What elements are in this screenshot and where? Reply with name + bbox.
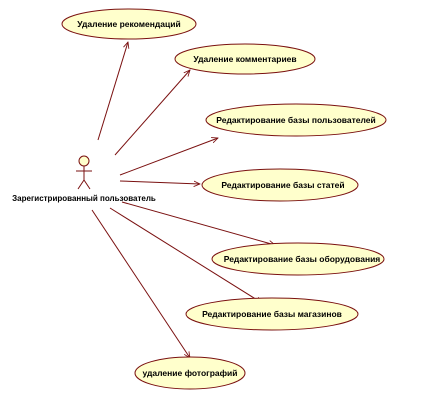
actor-left-leg bbox=[77, 179, 85, 190]
use-case-ellipse bbox=[174, 43, 316, 75]
use-case-delete-photos[interactable]: удаление фотографий bbox=[134, 356, 246, 390]
actor-right-leg bbox=[83, 179, 91, 190]
use-case-label: удаление фотографий bbox=[143, 368, 238, 378]
use-case-delete-comments[interactable]: Удаление комментариев bbox=[174, 43, 316, 75]
actor-label: Зарегистрированный пользователь bbox=[12, 194, 156, 203]
use-case-label: Редактирование базы пользователей bbox=[216, 115, 375, 125]
association-uc6 bbox=[109, 207, 262, 303]
use-case-edit-users-db[interactable]: Редактирование базы пользователей bbox=[205, 103, 387, 137]
use-case-label: Редактирование базы магазинов bbox=[202, 309, 342, 319]
actor-head bbox=[78, 155, 90, 167]
use-case-label: Удаление рекомендаций bbox=[77, 19, 180, 29]
association-uc4 bbox=[119, 180, 200, 184]
actor-figure[interactable] bbox=[76, 155, 92, 190]
use-case-edit-equipment-db[interactable]: Редактирование базы оборудования bbox=[211, 242, 385, 276]
use-case-ellipse bbox=[205, 103, 387, 137]
association-uc2 bbox=[114, 70, 190, 156]
use-case-delete-recommendations[interactable]: Удаление рекомендаций bbox=[61, 8, 197, 40]
use-case-ellipse bbox=[61, 8, 197, 40]
associations bbox=[91, 42, 275, 358]
use-case-ellipse bbox=[134, 356, 246, 390]
use-case-label: Редактирование базы статей bbox=[221, 180, 344, 190]
association-uc1 bbox=[97, 42, 128, 141]
use-case-ellipse bbox=[211, 242, 385, 276]
use-case-label: Удаление комментариев bbox=[193, 54, 296, 64]
association-uc5 bbox=[121, 201, 275, 245]
use-case-label: Редактирование базы оборудования bbox=[224, 254, 381, 264]
use-case-edit-articles-db[interactable]: Редактирование базы статей bbox=[201, 168, 359, 202]
association-uc7 bbox=[91, 209, 190, 358]
association-uc3 bbox=[119, 138, 218, 176]
use-case-ellipse bbox=[201, 168, 359, 202]
use-case-ellipse bbox=[185, 297, 359, 331]
use-case-edit-stores-db[interactable]: Редактирование базы магазинов bbox=[185, 297, 359, 331]
